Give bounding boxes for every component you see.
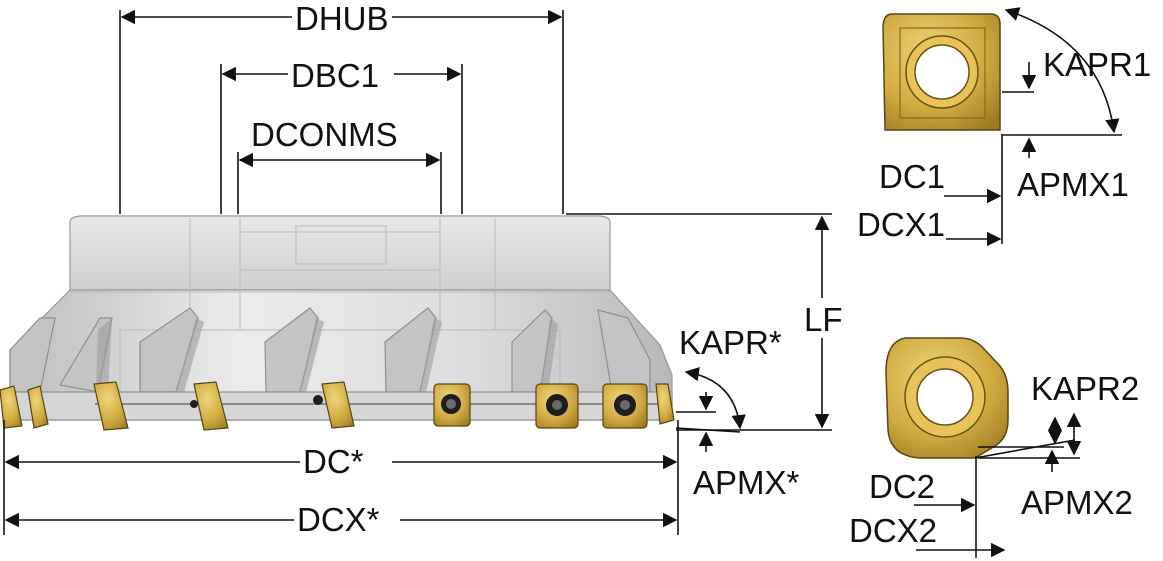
insert2-label-apmx2: APMX2 xyxy=(1021,484,1133,521)
dim-label-lf: LF xyxy=(801,303,846,336)
dim-label-kapr: KAPR* xyxy=(679,324,782,361)
insert1-label-dcx1: DCX1 xyxy=(857,206,946,243)
insert2-label-dcx2: DCX2 xyxy=(849,512,938,549)
main-dimension-lines xyxy=(3,9,832,535)
dim-label-dconms: DCONMS xyxy=(251,116,398,153)
insert1-label-kapr1: KAPR1 xyxy=(1043,46,1152,83)
dim-label-dhub: DHUB xyxy=(292,2,392,35)
insert1-label-apmx1: APMX1 xyxy=(1017,166,1129,203)
insert-1-drawing xyxy=(882,7,1122,247)
dim-label-dbc1: DBC1 xyxy=(288,59,383,92)
cutter-inserts xyxy=(0,381,675,431)
dim-label-apmx: APMX* xyxy=(693,464,800,501)
insert1-label-dc1: DC1 xyxy=(879,158,946,195)
dim-label-dcx: DCX* xyxy=(294,503,383,536)
insert2-label-kapr2: KAPR2 xyxy=(1031,370,1140,407)
insert-2-drawing xyxy=(885,337,1082,558)
dim-label-dc: DC* xyxy=(300,445,367,478)
insert2-label-dc2: DC2 xyxy=(869,468,936,505)
